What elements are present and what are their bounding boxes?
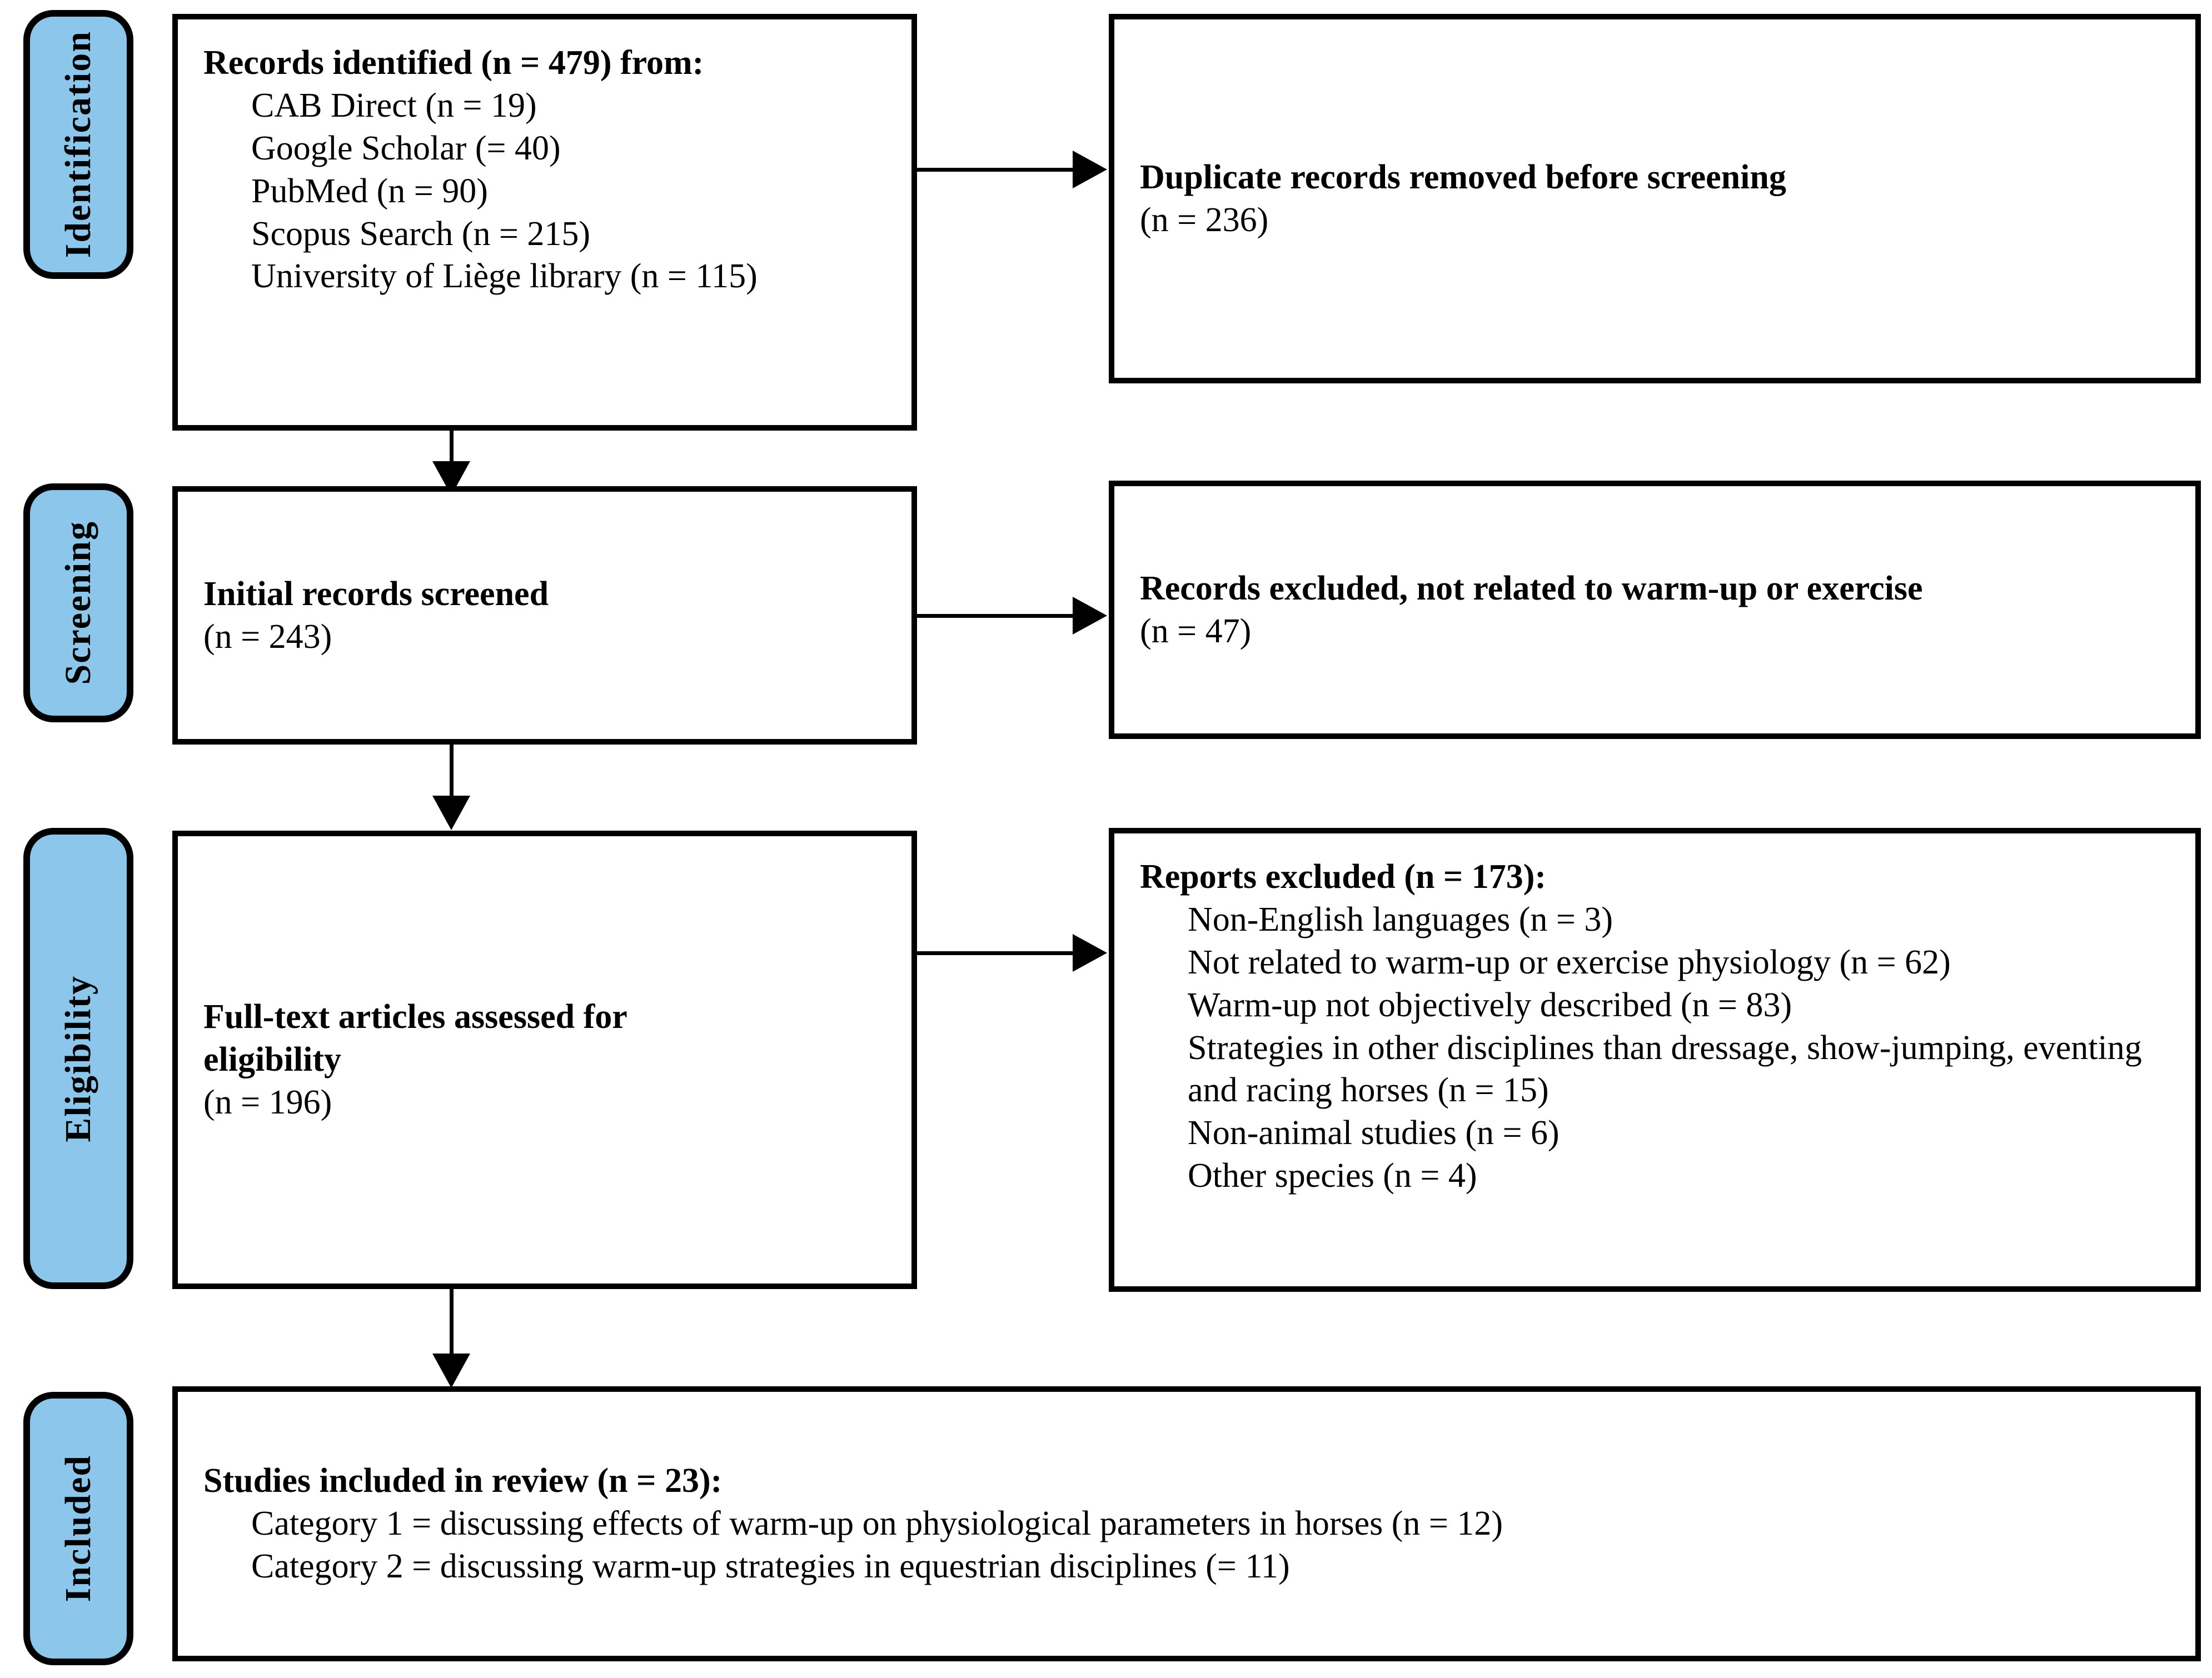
- eligibility-excluded-reason-other-disciplines: Strategies in other disciplines than dre…: [1188, 1028, 2142, 1110]
- stage-label-screening: Screening: [23, 483, 133, 722]
- included-heading: Studies included in review (n = 23):: [203, 1462, 723, 1500]
- stage-label-screening-text: Screening: [58, 521, 98, 685]
- connector-screening-to-excluded: [917, 614, 1074, 618]
- duplicates-removed-box: Duplicate records removed before screeni…: [1109, 14, 2201, 383]
- stage-label-included-text: Included: [58, 1455, 98, 1602]
- eligibility-excluded-heading: Reports excluded (n = 173):: [1140, 858, 1547, 896]
- screening-records-box: Initial records screened (n = 243): [172, 486, 917, 745]
- screening-heading: Initial records screened: [203, 575, 549, 613]
- included-studies-box: Studies included in review (n = 23): Cat…: [172, 1386, 2201, 1661]
- stage-label-eligibility-text: Eligibility: [58, 975, 98, 1142]
- identification-source-scopus: Scopus Search (n = 215): [251, 214, 591, 253]
- eligibility-count: (n = 196): [203, 1083, 332, 1121]
- eligibility-heading-line2: eligibility: [203, 1041, 341, 1079]
- stage-label-eligibility: Eligibility: [23, 828, 133, 1289]
- connector-screening-to-excluded-arrowhead: [1073, 597, 1107, 635]
- identification-source-pubmed: PubMed (n = 90): [251, 172, 488, 210]
- identification-source-cab-direct: CAB Direct (n = 19): [251, 86, 537, 124]
- screening-excluded-box: Records excluded, not related to warm-up…: [1109, 481, 2201, 739]
- included-category-2: Category 2 = discussing warm-up strategi…: [251, 1547, 1290, 1585]
- connector-eligibility-to-reports-excluded: [917, 951, 1074, 955]
- eligibility-excluded-reason-non-animal: Non-animal studies (n = 6): [1188, 1114, 1560, 1152]
- identification-heading: Records identified (n = 479) from:: [203, 44, 704, 82]
- stage-label-included: Included: [23, 1392, 133, 1665]
- screening-excluded-count: (n = 47): [1140, 612, 1252, 650]
- eligibility-excluded-reason-other-species: Other species (n = 4): [1188, 1157, 1477, 1195]
- duplicates-removed-count: (n = 236): [1140, 201, 1269, 239]
- included-category-1: Category 1 = discussing effects of warm-…: [251, 1505, 1503, 1543]
- stage-label-identification: Identification: [23, 10, 133, 279]
- screening-count: (n = 243): [203, 617, 332, 656]
- identification-records-box: Records identified (n = 479) from: CAB D…: [172, 14, 917, 431]
- eligibility-excluded-box: Reports excluded (n = 173): Non-English …: [1109, 828, 2201, 1292]
- connector-identification-to-duplicates-arrowhead: [1073, 151, 1107, 188]
- stage-label-identification-text: Identification: [58, 31, 98, 258]
- eligibility-heading-line1: Full-text articles assessed for: [203, 998, 627, 1036]
- connector-eligibility-to-included: [450, 1289, 454, 1359]
- identification-source-uliege-library: University of Liège library (n = 115): [251, 257, 758, 296]
- connector-eligibility-to-reports-excluded-arrowhead: [1073, 934, 1107, 972]
- eligibility-excluded-reason-not-related: Not related to warm-up or exercise physi…: [1188, 943, 1951, 981]
- connector-screening-to-eligibility-arrowhead: [432, 796, 470, 830]
- eligibility-fulltext-box: Full-text articles assessed for eligibil…: [172, 831, 917, 1289]
- connector-screening-to-eligibility: [450, 745, 454, 800]
- eligibility-excluded-reason-non-english: Non-English languages (n = 3): [1188, 900, 1613, 938]
- duplicates-removed-heading: Duplicate records removed before screeni…: [1140, 158, 1786, 196]
- screening-excluded-heading: Records excluded, not related to warm-up…: [1140, 569, 1923, 607]
- eligibility-excluded-reason-not-objective: Warm-up not objectively described (n = 8…: [1188, 986, 1792, 1024]
- connector-identification-to-screening: [450, 431, 454, 465]
- identification-source-google-scholar: Google Scholar (= 40): [251, 129, 561, 167]
- connector-eligibility-to-included-arrowhead: [432, 1354, 470, 1388]
- connector-identification-to-duplicates: [917, 168, 1074, 172]
